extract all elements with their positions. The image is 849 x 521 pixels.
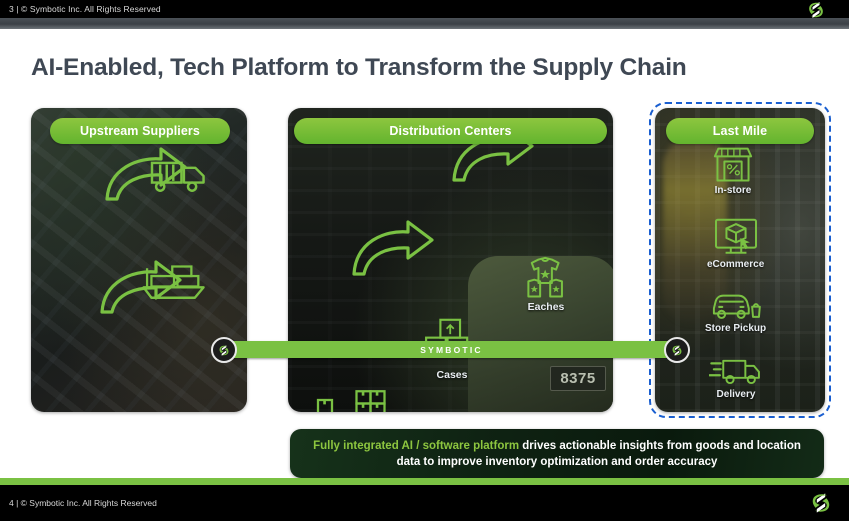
footer-copyright: 4 | © Symbotic Inc. All Rights Reserved <box>9 498 157 508</box>
item-label: Delivery <box>716 389 756 400</box>
symbotic-s-logo-icon <box>805 0 827 20</box>
symbotic-badge-left <box>211 337 237 363</box>
item-eaches: Eaches <box>520 256 572 313</box>
caption-rest: drives actionable insights from goods an… <box>396 439 801 468</box>
item-label: In-store <box>714 185 752 196</box>
item-ecommerce: eCommerce <box>707 218 764 270</box>
panel-background-image: 8375 <box>288 108 613 412</box>
symbotic-badge-right <box>664 337 690 363</box>
item-in-store: In-store <box>711 146 755 196</box>
footer-green-strip <box>0 478 849 485</box>
panel-distribution-centers: 8375 <box>288 108 613 412</box>
symbotic-platform-bar: SYMBOTIC <box>225 341 678 358</box>
item-label: eCommerce <box>707 259 765 270</box>
panel-header-last-mile: Last Mile <box>666 118 814 144</box>
item-pallets: Pallets <box>309 386 397 412</box>
background-texture <box>31 108 247 412</box>
delivery-truck-icon <box>149 158 209 194</box>
symbotic-s-logo-icon <box>809 491 833 513</box>
page-title: AI-Enabled, Tech Platform to Transform t… <box>31 54 687 81</box>
item-truck <box>149 158 209 195</box>
car-bag-icon <box>710 288 762 322</box>
panel-last-mile: In-store eCommerce <box>655 108 825 412</box>
pallets-icon <box>309 386 397 412</box>
item-store-pickup: Store Pickup <box>705 288 766 334</box>
apparel-eaches-icon <box>520 256 572 300</box>
panel-background-image <box>31 108 247 412</box>
cargo-ship-icon <box>141 263 207 303</box>
symbotic-s-logo-icon <box>672 344 682 356</box>
symbotic-s-logo-icon <box>219 344 229 356</box>
header-gray-strip <box>0 18 849 29</box>
item-ship <box>141 263 207 304</box>
panel-upstream-suppliers: Factory Upstream Suppliers <box>31 108 247 412</box>
flow-arrow-up-2 <box>96 256 186 321</box>
symbotic-platform-label: SYMBOTIC <box>420 344 483 355</box>
item-label: Eaches <box>527 301 565 313</box>
monitor-package-icon <box>713 218 759 258</box>
top-header-bar: 3 | © Symbotic Inc. All Rights Reserved <box>0 0 849 18</box>
bottom-footer-bar: 4 | © Symbotic Inc. All Rights Reserved <box>0 485 849 521</box>
item-label: Store Pickup <box>705 323 767 334</box>
item-label: Cases <box>436 369 468 381</box>
header-copyright: 3 | © Symbotic Inc. All Rights Reserved <box>9 4 161 14</box>
caption-highlight: Fully integrated AI / software platform <box>313 439 520 452</box>
caption-text: Fully integrated AI / software platform … <box>302 438 812 470</box>
storefront-icon <box>711 146 755 184</box>
delivery-truck-motion-icon <box>709 354 763 388</box>
panel-header-distribution-centers: Distribution Centers <box>294 118 607 144</box>
caption-box: Fully integrated AI / software platform … <box>290 429 824 478</box>
item-delivery: Delivery <box>709 354 763 400</box>
flow-arrow-dc-1 <box>348 216 438 283</box>
flow-arrow-up-1 <box>101 143 191 208</box>
panel-header-upstream: Upstream Suppliers <box>50 118 230 144</box>
machine-number-plate: 8375 <box>550 366 606 391</box>
